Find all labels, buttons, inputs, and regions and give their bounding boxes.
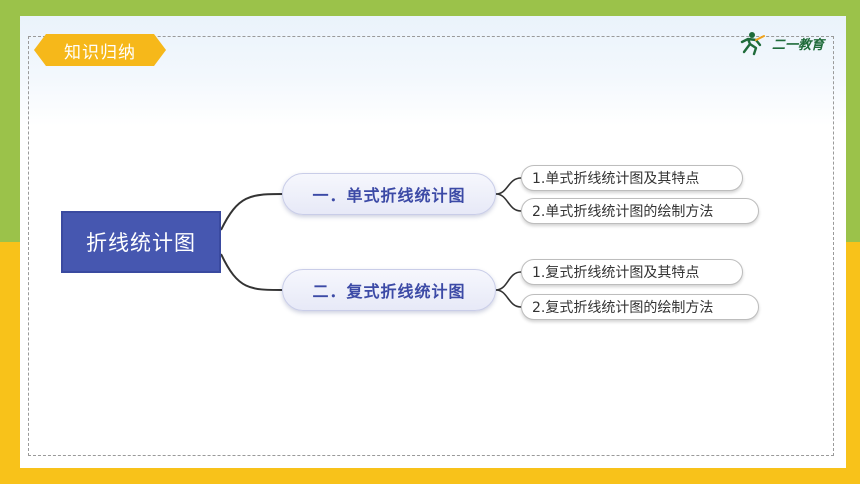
section-tab-label: 知识归纳	[64, 42, 136, 63]
connector-root-branch-1	[220, 193, 284, 231]
connector-branch-1-leaf-1	[495, 177, 522, 195]
branch-node-compound-line-chart: 二．复式折线统计图	[282, 269, 496, 311]
sky-backdrop	[20, 16, 846, 126]
connector-root-branch-2	[220, 253, 284, 291]
logo-text: 二一教育	[772, 38, 825, 53]
runner-icon	[740, 32, 765, 56]
section-tab: 知识归纳	[34, 34, 166, 66]
leaf-node-compound-features: 1.复式折线统计图及其特点	[521, 259, 743, 285]
dashed-frame	[28, 36, 834, 456]
connector-branch-1-leaf-2	[495, 193, 522, 212]
mindmap-root-node: 折线统计图	[61, 211, 221, 273]
connector-branch-2-leaf-2	[495, 289, 522, 308]
leaf-node-single-drawing: 2.单式折线统计图的绘制方法	[521, 198, 759, 224]
branch-node-single-line-chart: 一．单式折线统计图	[282, 173, 496, 215]
connector-branch-2-leaf-1	[495, 271, 522, 291]
leaf-node-single-features: 1.单式折线统计图及其特点	[521, 165, 743, 191]
leaf-node-compound-drawing: 2.复式折线统计图的绘制方法	[521, 294, 759, 320]
